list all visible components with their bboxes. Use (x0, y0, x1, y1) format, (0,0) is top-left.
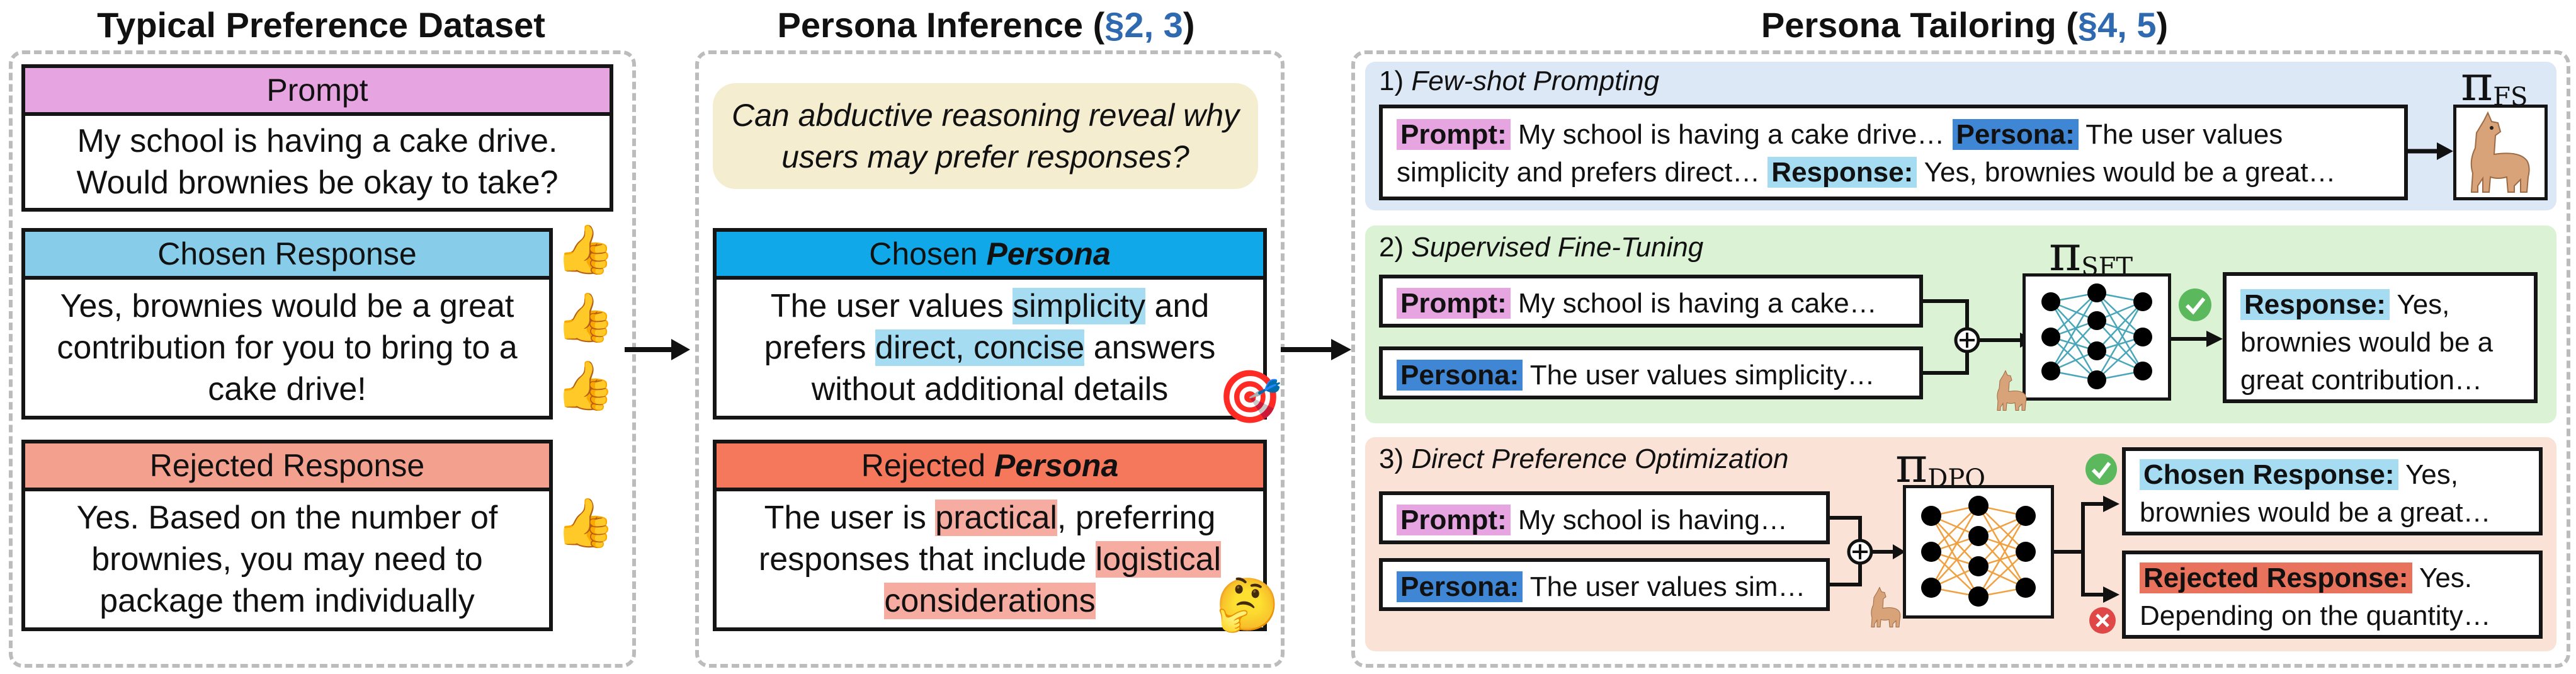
check-icon (2179, 288, 2211, 321)
question-bubble: Can abductive reasoning reveal why users… (713, 83, 1258, 189)
persona-tag: Persona: (1397, 360, 1523, 391)
thumbs-up-icon: 👍 (555, 357, 615, 413)
llama-icon (1997, 370, 2027, 411)
thumbs-up-icon: 👍 (555, 289, 615, 345)
inference-panel (695, 50, 1285, 668)
persona-tag: Persona: (1952, 119, 2079, 150)
arrow-icon (2171, 331, 2223, 347)
rejected-response-tag: Rejected Response: (2140, 563, 2412, 593)
dpo-network-box (1903, 485, 2054, 619)
sft-network-box (2023, 273, 2171, 401)
sft-persona-box: Persona: The user values simplicity… (1379, 346, 1923, 399)
pi-dpo-symbol: πDPO (1895, 437, 1986, 494)
few-shot-label: 1) Few-shot Prompting (1379, 66, 1660, 96)
tailoring-panel (1351, 50, 2570, 668)
arrow-icon (1281, 339, 1351, 360)
pi-sft-symbol: πSFT (2049, 226, 2133, 282)
dpo-rejected-response-box: Rejected Response: Yes. Depending on the… (2122, 551, 2543, 639)
chosen-response-tag: Chosen Response: (2140, 459, 2398, 490)
dpo-connector (1830, 516, 1905, 586)
prompt-text: My school is having a cake drive. Would … (21, 116, 613, 212)
response-tag: Response: (2240, 289, 2390, 320)
persona-tag: Persona: (1397, 571, 1523, 602)
thumbs-up-icon: 👍 (555, 221, 615, 277)
chosen-response-header: Chosen Response (21, 228, 553, 280)
few-shot-input-box: Prompt: My school is having a cake drive… (1379, 105, 2408, 200)
llama-icon (2470, 111, 2530, 193)
dpo-persona-box: Persona: The user values sim… (1379, 558, 1830, 611)
thumbs-down-icon: 👍 (555, 494, 615, 551)
arrow-icon (2405, 142, 2453, 160)
llama-icon (1871, 586, 1901, 627)
sft-label: 2) Supervised Fine-Tuning (1379, 232, 1704, 263)
pi-fs-symbol: πFS (2461, 55, 2528, 112)
thinking-face-icon: 🤔 (1215, 575, 1280, 635)
section-ref: §4, 5 (2077, 5, 2157, 45)
dataset-panel (9, 50, 636, 668)
dpo-branch-connector (2054, 496, 2119, 603)
highlight-simplicity: simplicity (1013, 288, 1146, 324)
response-tag: Response: (1767, 157, 1917, 188)
sft-response-box: Response: Yes, brownies would be a great… (2223, 272, 2538, 403)
arrow-icon (625, 339, 690, 360)
neural-network-icon (1921, 496, 2036, 607)
chosen-response-text: Yes, brownies would be a great contribut… (21, 280, 553, 420)
rejected-response-text: Yes. Based on the number of brownies, yo… (21, 491, 553, 631)
rejected-response-header: Rejected Response (21, 440, 553, 491)
neural-network-icon (2041, 283, 2152, 389)
section-ref: §2, 3 (1104, 5, 1183, 45)
tailoring-title: Persona Tailoring (§4, 5) (1761, 5, 2169, 45)
dpo-chosen-response-box: Chosen Response: Yes, brownies would be … (2122, 447, 2543, 535)
prompt-tag: Prompt: (1397, 505, 1511, 535)
highlight-direct-concise: direct, concise (875, 329, 1085, 366)
prompt-tag: Prompt: (1397, 288, 1511, 319)
highlight-practical: practical (935, 500, 1057, 536)
chosen-persona-header: Chosen Persona (713, 228, 1267, 280)
prompt-header: Prompt (21, 64, 613, 116)
prompt-tag: Prompt: (1397, 119, 1511, 150)
inference-title: Persona Inference (§2, 3) (777, 5, 1195, 45)
check-icon (2085, 454, 2117, 485)
chosen-persona-text: The user values simplicity and prefers d… (713, 280, 1267, 420)
llama-model-box (2453, 105, 2548, 200)
target-icon: 🎯 (1218, 367, 1283, 427)
dpo-prompt-box: Prompt: My school is having… (1379, 491, 1830, 544)
rejected-persona-text: The user is practical, preferring respon… (713, 491, 1267, 631)
dpo-label: 3) Direct Preference Optimization (1379, 443, 1789, 474)
dataset-title: Typical Preference Dataset (97, 5, 545, 45)
rejected-persona-header: Rejected Persona (713, 440, 1267, 491)
cross-icon (2089, 607, 2116, 634)
sft-prompt-box: Prompt: My school is having a cake… (1379, 275, 1923, 328)
